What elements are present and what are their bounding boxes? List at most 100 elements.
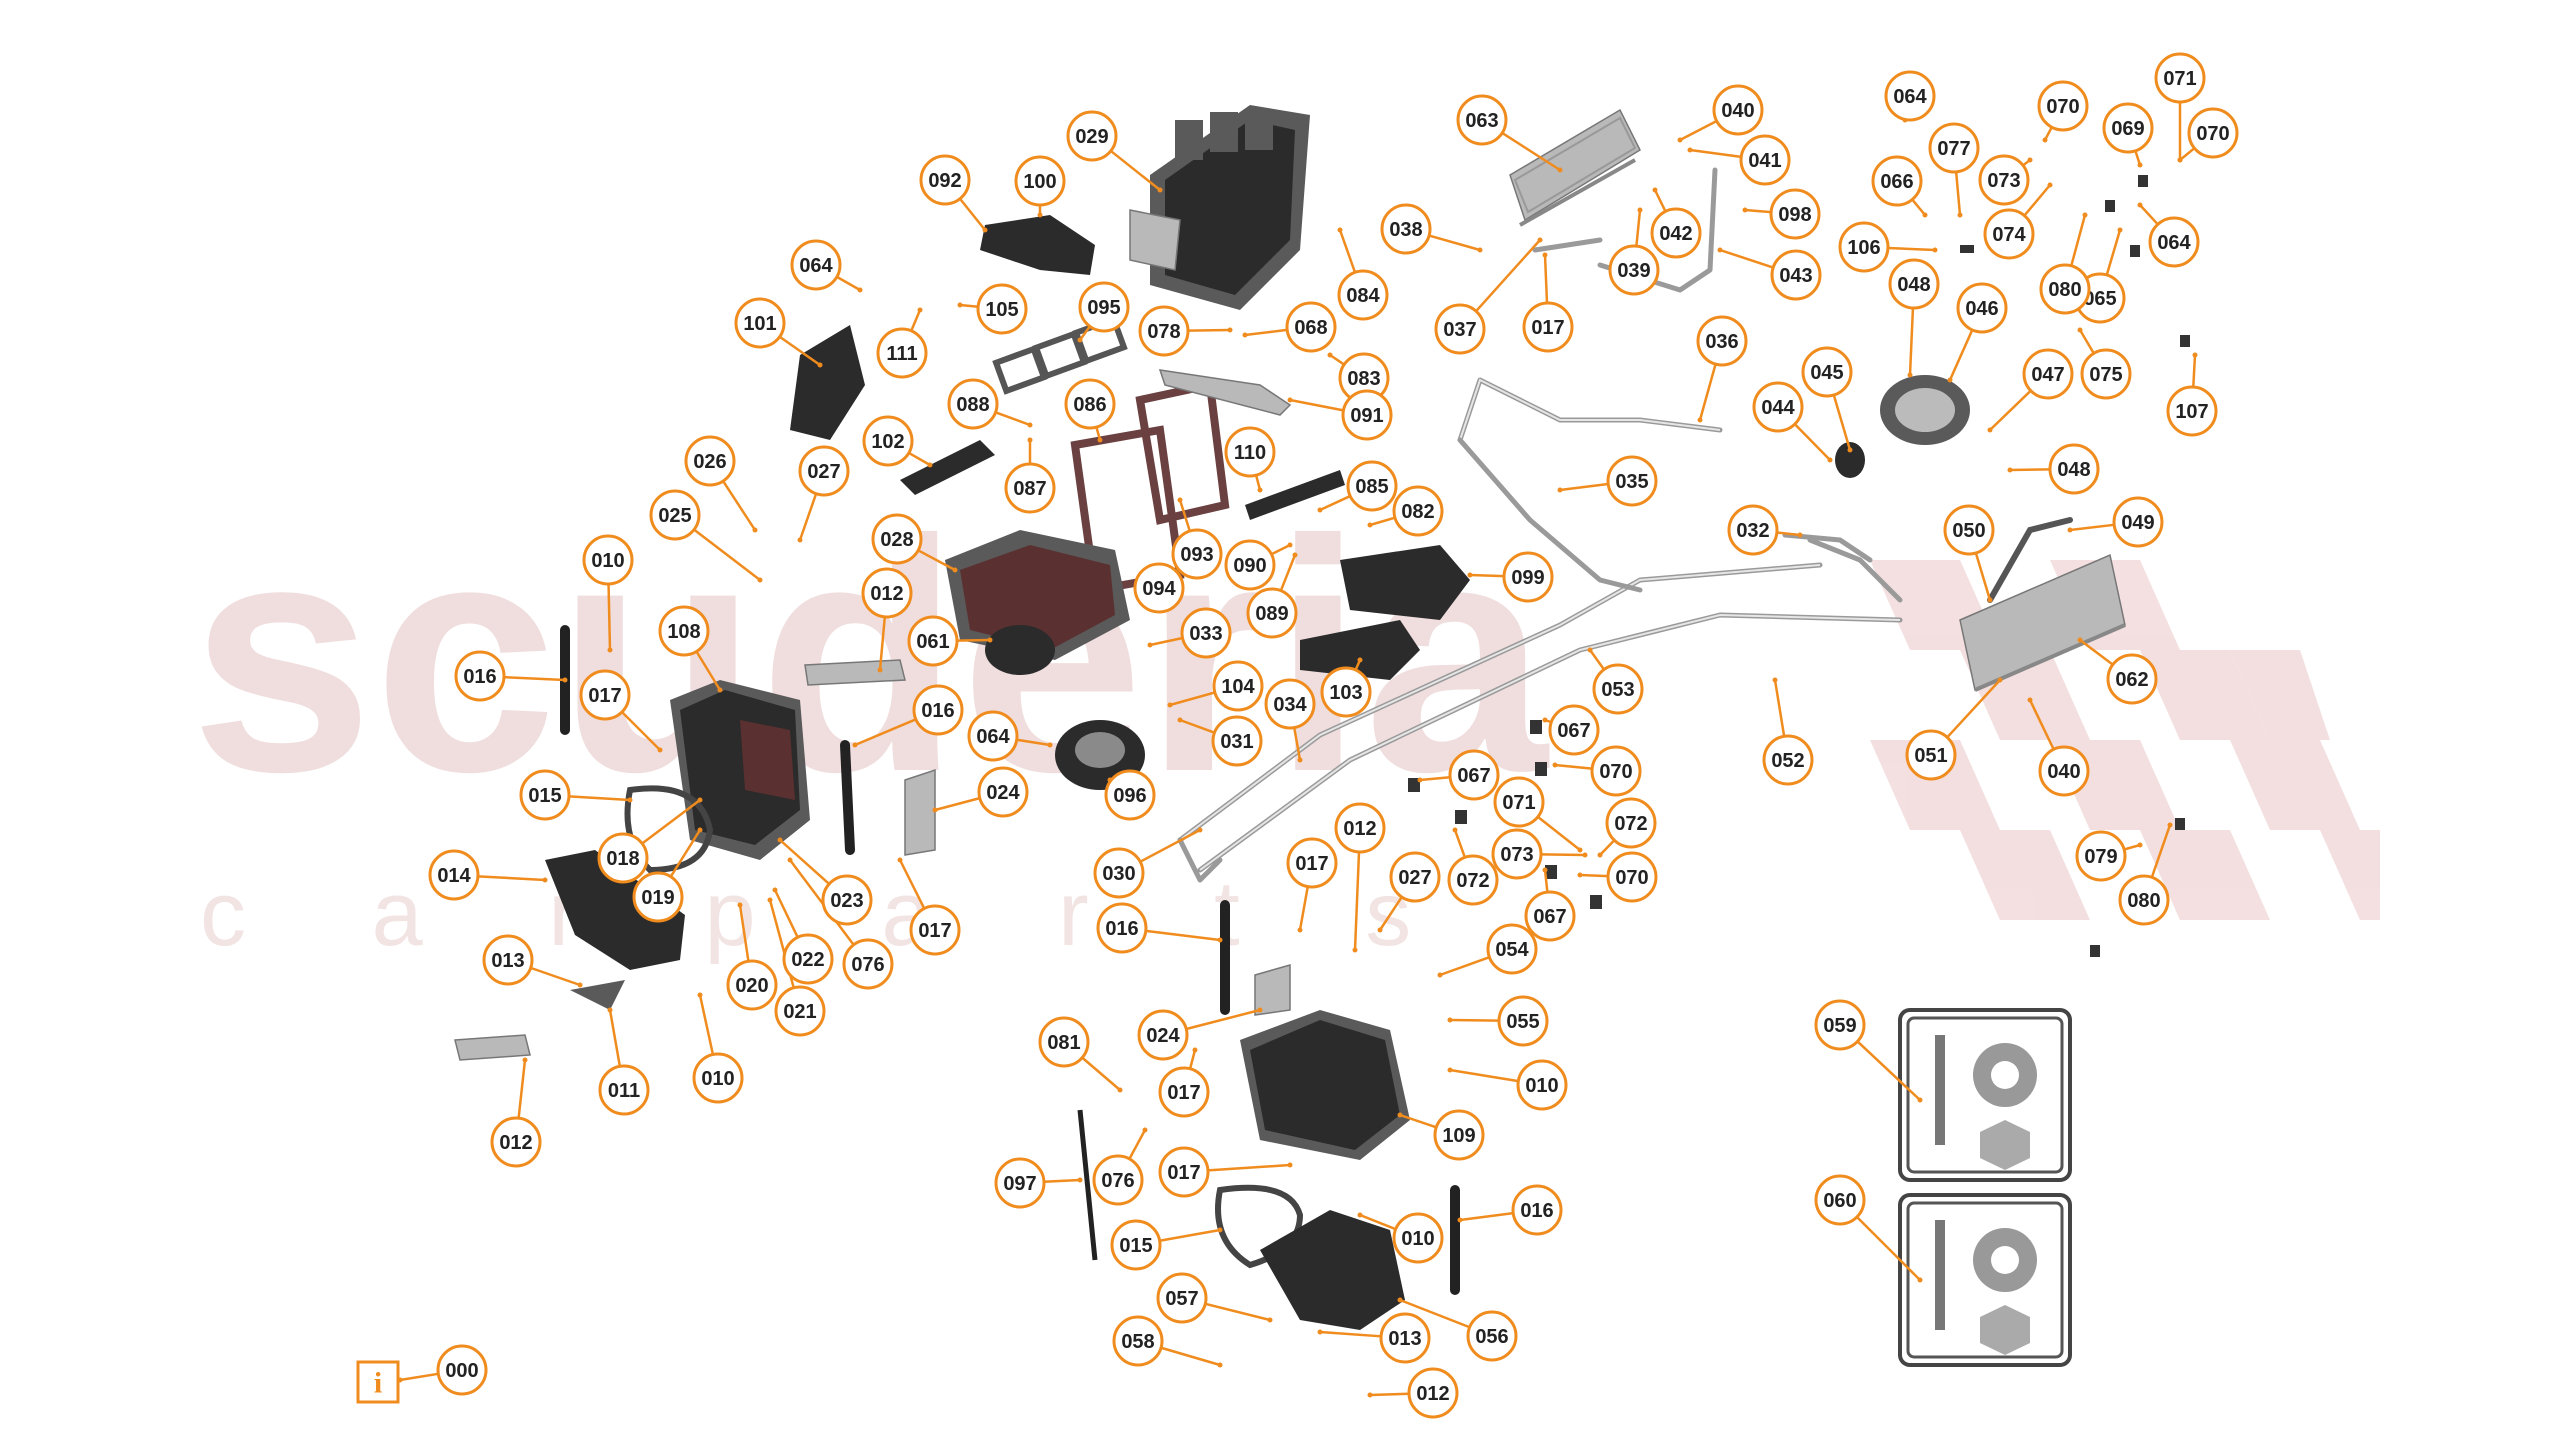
callout-016[interactable]: 016 — [912, 684, 964, 736]
callout-064[interactable]: 064 — [967, 710, 1019, 762]
callout-043[interactable]: 043 — [1770, 249, 1822, 301]
callout-040[interactable]: 040 — [1712, 84, 1764, 136]
callout-017[interactable]: 017 — [909, 904, 961, 956]
callout-019[interactable]: 019 — [632, 871, 684, 923]
callout-060[interactable]: 060 — [1814, 1174, 1866, 1226]
callout-110[interactable]: 110 — [1224, 426, 1276, 478]
callout-099[interactable]: 099 — [1502, 551, 1554, 603]
callout-034[interactable]: 034 — [1264, 678, 1316, 730]
callout-028[interactable]: 028 — [871, 513, 923, 565]
callout-106[interactable]: 106 — [1838, 221, 1890, 273]
callout-014[interactable]: 014 — [428, 849, 480, 901]
callout-076[interactable]: 076 — [1092, 1154, 1144, 1206]
callout-081[interactable]: 081 — [1038, 1016, 1090, 1068]
callout-031[interactable]: 031 — [1211, 715, 1263, 767]
callout-012[interactable]: 012 — [1407, 1367, 1459, 1419]
callout-084[interactable]: 084 — [1337, 269, 1389, 321]
callout-022[interactable]: 022 — [782, 933, 834, 985]
callout-073[interactable]: 073 — [1491, 828, 1543, 880]
callout-064[interactable]: 064 — [2148, 216, 2200, 268]
callout-038[interactable]: 038 — [1380, 203, 1432, 255]
callout-048[interactable]: 048 — [1888, 258, 1940, 310]
callout-020[interactable]: 020 — [726, 959, 778, 1011]
callout-072[interactable]: 072 — [1447, 854, 1499, 906]
callout-054[interactable]: 054 — [1486, 923, 1538, 975]
callout-000[interactable]: 000 — [436, 1344, 488, 1396]
callout-013[interactable]: 013 — [1379, 1312, 1431, 1364]
callout-010[interactable]: 010 — [1392, 1212, 1444, 1264]
callout-078[interactable]: 078 — [1138, 305, 1190, 357]
callout-027[interactable]: 027 — [798, 445, 850, 497]
callout-015[interactable]: 015 — [1110, 1219, 1162, 1271]
callout-032[interactable]: 032 — [1727, 504, 1779, 556]
callout-111[interactable]: 111 — [876, 327, 928, 379]
callout-088[interactable]: 088 — [947, 378, 999, 430]
callout-024[interactable]: 024 — [977, 766, 1029, 818]
service-kit-059[interactable] — [1898, 1008, 2072, 1182]
callout-025[interactable]: 025 — [649, 489, 701, 541]
callout-071[interactable]: 071 — [2154, 52, 2206, 104]
service-kit-060[interactable] — [1898, 1193, 2072, 1367]
callout-026[interactable]: 026 — [684, 435, 736, 487]
callout-010[interactable]: 010 — [692, 1052, 744, 1104]
callout-061[interactable]: 061 — [907, 615, 959, 667]
callout-080[interactable]: 080 — [2039, 263, 2091, 315]
info-icon[interactable]: i — [356, 1360, 400, 1404]
callout-010[interactable]: 010 — [582, 534, 634, 586]
callout-070[interactable]: 070 — [2187, 107, 2239, 159]
callout-051[interactable]: 051 — [1905, 729, 1957, 781]
callout-055[interactable]: 055 — [1497, 995, 1549, 1047]
callout-063[interactable]: 063 — [1456, 94, 1508, 146]
callout-091[interactable]: 091 — [1341, 389, 1393, 441]
callout-016[interactable]: 016 — [1511, 1184, 1563, 1236]
callout-041[interactable]: 041 — [1739, 134, 1791, 186]
callout-075[interactable]: 075 — [2080, 348, 2132, 400]
callout-093[interactable]: 093 — [1171, 528, 1223, 580]
callout-047[interactable]: 047 — [2022, 348, 2074, 400]
callout-095[interactable]: 095 — [1078, 281, 1130, 333]
callout-016[interactable]: 016 — [1096, 902, 1148, 954]
callout-087[interactable]: 087 — [1004, 462, 1056, 514]
callout-109[interactable]: 109 — [1433, 1109, 1485, 1161]
callout-070[interactable]: 070 — [1606, 851, 1658, 903]
callout-050[interactable]: 050 — [1943, 504, 1995, 556]
callout-104[interactable]: 104 — [1212, 660, 1264, 712]
callout-079[interactable]: 079 — [2075, 830, 2127, 882]
callout-077[interactable]: 077 — [1928, 122, 1980, 174]
callout-107[interactable]: 107 — [2166, 385, 2218, 437]
callout-035[interactable]: 035 — [1606, 455, 1658, 507]
callout-072[interactable]: 072 — [1605, 797, 1657, 849]
callout-040[interactable]: 040 — [2038, 745, 2090, 797]
callout-057[interactable]: 057 — [1156, 1272, 1208, 1324]
callout-068[interactable]: 068 — [1285, 301, 1337, 353]
callout-101[interactable]: 101 — [734, 297, 786, 349]
callout-071[interactable]: 071 — [1493, 776, 1545, 828]
callout-102[interactable]: 102 — [862, 415, 914, 467]
callout-053[interactable]: 053 — [1592, 663, 1644, 715]
callout-049[interactable]: 049 — [2112, 496, 2164, 548]
callout-100[interactable]: 100 — [1014, 155, 1066, 207]
callout-030[interactable]: 030 — [1093, 847, 1145, 899]
callout-011[interactable]: 011 — [598, 1064, 650, 1116]
callout-080[interactable]: 080 — [2118, 874, 2170, 926]
callout-017[interactable]: 017 — [1522, 301, 1574, 353]
callout-017[interactable]: 017 — [1158, 1066, 1210, 1118]
callout-045[interactable]: 045 — [1801, 346, 1853, 398]
callout-098[interactable]: 098 — [1769, 188, 1821, 240]
callout-066[interactable]: 066 — [1871, 155, 1923, 207]
callout-083[interactable]: 083 — [1338, 352, 1390, 404]
callout-018[interactable]: 018 — [597, 832, 649, 884]
callout-067[interactable]: 067 — [1524, 890, 1576, 942]
callout-017[interactable]: 017 — [579, 669, 631, 721]
callout-052[interactable]: 052 — [1762, 734, 1814, 786]
callout-017[interactable]: 017 — [1286, 837, 1338, 889]
callout-012[interactable]: 012 — [861, 567, 913, 619]
callout-067[interactable]: 067 — [1448, 749, 1500, 801]
callout-090[interactable]: 090 — [1224, 539, 1276, 591]
callout-021[interactable]: 021 — [774, 985, 826, 1037]
callout-108[interactable]: 108 — [658, 605, 710, 657]
callout-094[interactable]: 094 — [1133, 562, 1185, 614]
callout-103[interactable]: 103 — [1320, 666, 1372, 718]
callout-092[interactable]: 092 — [919, 154, 971, 206]
callout-056[interactable]: 056 — [1466, 1310, 1518, 1362]
